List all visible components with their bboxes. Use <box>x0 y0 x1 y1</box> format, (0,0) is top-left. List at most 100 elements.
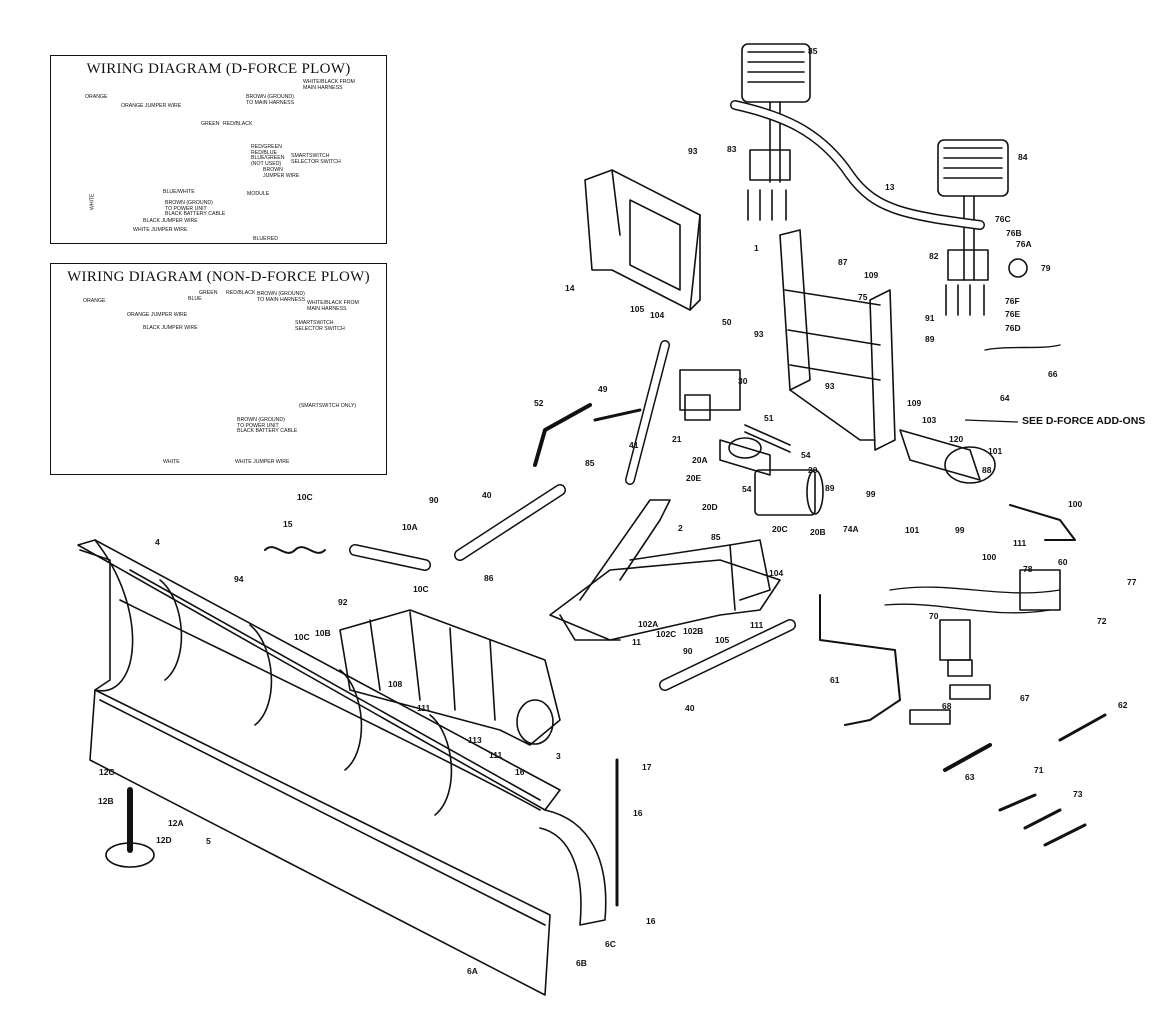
part-label: 20C <box>772 524 788 534</box>
part-label: 99 <box>866 489 876 499</box>
part-label: 1 <box>754 243 759 253</box>
label-orange: ORANGE <box>83 298 106 304</box>
part-label: 109 <box>907 398 922 408</box>
part-label: 12B <box>98 796 114 806</box>
label-orange-jumper: ORANGE JUMPER WIRE <box>121 103 182 109</box>
part-label: 52 <box>534 398 544 408</box>
part-label: 93 <box>754 329 764 339</box>
part-label: 100 <box>1068 499 1083 509</box>
label-blue-white: BLUE/WHITE <box>163 189 195 195</box>
part-label: 89 <box>925 334 935 344</box>
part-label: 111 <box>750 620 764 630</box>
label-black-jumper: BLACK JUMPER WIRE <box>143 218 198 224</box>
label-red-black: RED/BLACK <box>223 121 253 127</box>
part-label: 93 <box>688 146 698 156</box>
part-label: 6C <box>605 939 616 949</box>
part-label: 17 <box>642 762 652 772</box>
label-white-black: WHITE/BLACK FROM MAIN HARNESS <box>307 300 359 312</box>
part-label: 83 <box>727 144 737 154</box>
part-label: 3 <box>556 751 561 761</box>
part-label: 20A <box>692 455 708 465</box>
part-label: 76B <box>1006 228 1022 238</box>
part-label: 64 <box>1000 393 1010 403</box>
part-label: 85 <box>808 46 818 56</box>
part-label: 20E <box>686 473 702 483</box>
part-label: 111 <box>1013 538 1027 548</box>
wiring-diagram-title: WIRING DIAGRAM (NON-D-FORCE PLOW) <box>67 269 370 285</box>
part-label: 12D <box>156 835 172 845</box>
part-label: 76F <box>1005 296 1020 306</box>
part-label: 85 <box>711 532 721 542</box>
part-label: 10A <box>402 522 418 532</box>
part-label: 104 <box>769 568 784 578</box>
part-label: 102A <box>638 619 659 629</box>
headlight-left <box>741 43 811 183</box>
part-label: 76E <box>1005 309 1021 319</box>
part-label: 5 <box>206 836 211 846</box>
label-brown-jumper: BROWN JUMPER WIRE <box>263 167 300 179</box>
part-label: 85 <box>585 458 595 468</box>
part-label: 101 <box>905 525 920 535</box>
label-black-jumper: BLACK JUMPER WIRE <box>143 325 198 331</box>
part-label: 41 <box>629 440 639 450</box>
part-label: 99 <box>955 525 965 535</box>
part-label: 50 <box>722 317 732 327</box>
part-label: 21 <box>672 434 682 444</box>
label-brown-ground: BROWN (GROUND) TO MAIN HARNESS <box>246 94 295 106</box>
label-module: MODULE <box>247 191 270 197</box>
part-label: 76D <box>1005 323 1021 333</box>
part-label: 14 <box>565 283 575 293</box>
label-white-black: WHITE/BLACK FROM MAIN HARNESS <box>303 79 355 91</box>
part-label: 108 <box>388 679 403 689</box>
part-label: 20B <box>810 527 826 537</box>
label-white: WHITE <box>89 193 96 211</box>
part-label: 113 <box>468 735 482 745</box>
part-label: 6A <box>467 966 478 976</box>
part-label: 10C <box>297 492 313 502</box>
label-orange: ORANGE <box>85 94 108 100</box>
label-red: RED <box>267 236 278 242</box>
part-label: 66 <box>1048 369 1058 379</box>
part-label: 15 <box>283 519 293 529</box>
headlight-right <box>937 139 1009 281</box>
label-smartswitch: SMARTSWITCH SELECTOR SWITCH <box>295 320 345 332</box>
label-orange-jumper: ORANGE JUMPER WIRE <box>127 312 188 318</box>
part-label: 13 <box>885 182 895 192</box>
part-label: 54 <box>801 450 811 460</box>
part-label: 105 <box>715 635 730 645</box>
label-brown-ground: BROWN (GROUND) TO MAIN HARNESS <box>257 291 306 303</box>
part-label: 72 <box>1097 616 1107 626</box>
label-brown-power: BROWN (GROUND) TO POWER UNIT BLACK BATTE… <box>165 200 226 218</box>
part-label: 20 <box>808 465 818 475</box>
label-green: GREEN <box>201 121 220 127</box>
part-label: 100 <box>982 552 997 562</box>
part-label: 10C <box>413 584 429 594</box>
part-label: 2 <box>678 523 683 533</box>
part-label: 12C <box>99 767 115 777</box>
part-label: 6B <box>576 958 587 968</box>
wiring-diagram-d-force: WIRING DIAGRAM (D-FORCE PLOW) ORANGE ORA… <box>50 55 387 244</box>
label-blue: BLUE <box>188 296 202 302</box>
part-label: 20D <box>702 502 718 512</box>
part-label: 87 <box>838 257 848 267</box>
part-label: 101 <box>988 446 1003 456</box>
part-label: 90 <box>683 646 693 656</box>
part-label: 12A <box>168 818 184 828</box>
part-label: 111 <box>489 750 503 760</box>
part-label: 94 <box>234 574 244 584</box>
part-label: 91 <box>925 313 935 323</box>
part-label: 82 <box>929 251 939 261</box>
part-label: 75 <box>858 292 868 302</box>
part-label: 16 <box>515 767 525 777</box>
part-label: 92 <box>338 597 348 607</box>
part-label: 63 <box>965 772 975 782</box>
part-label: 70 <box>929 611 939 621</box>
part-label: 102B <box>683 626 704 636</box>
part-label: 76A <box>1016 239 1032 249</box>
part-label: 16 <box>633 808 643 818</box>
part-label: 40 <box>482 490 492 500</box>
part-label: 111 <box>417 703 431 713</box>
part-label: 105 <box>630 304 645 314</box>
part-label: 51 <box>764 413 774 423</box>
